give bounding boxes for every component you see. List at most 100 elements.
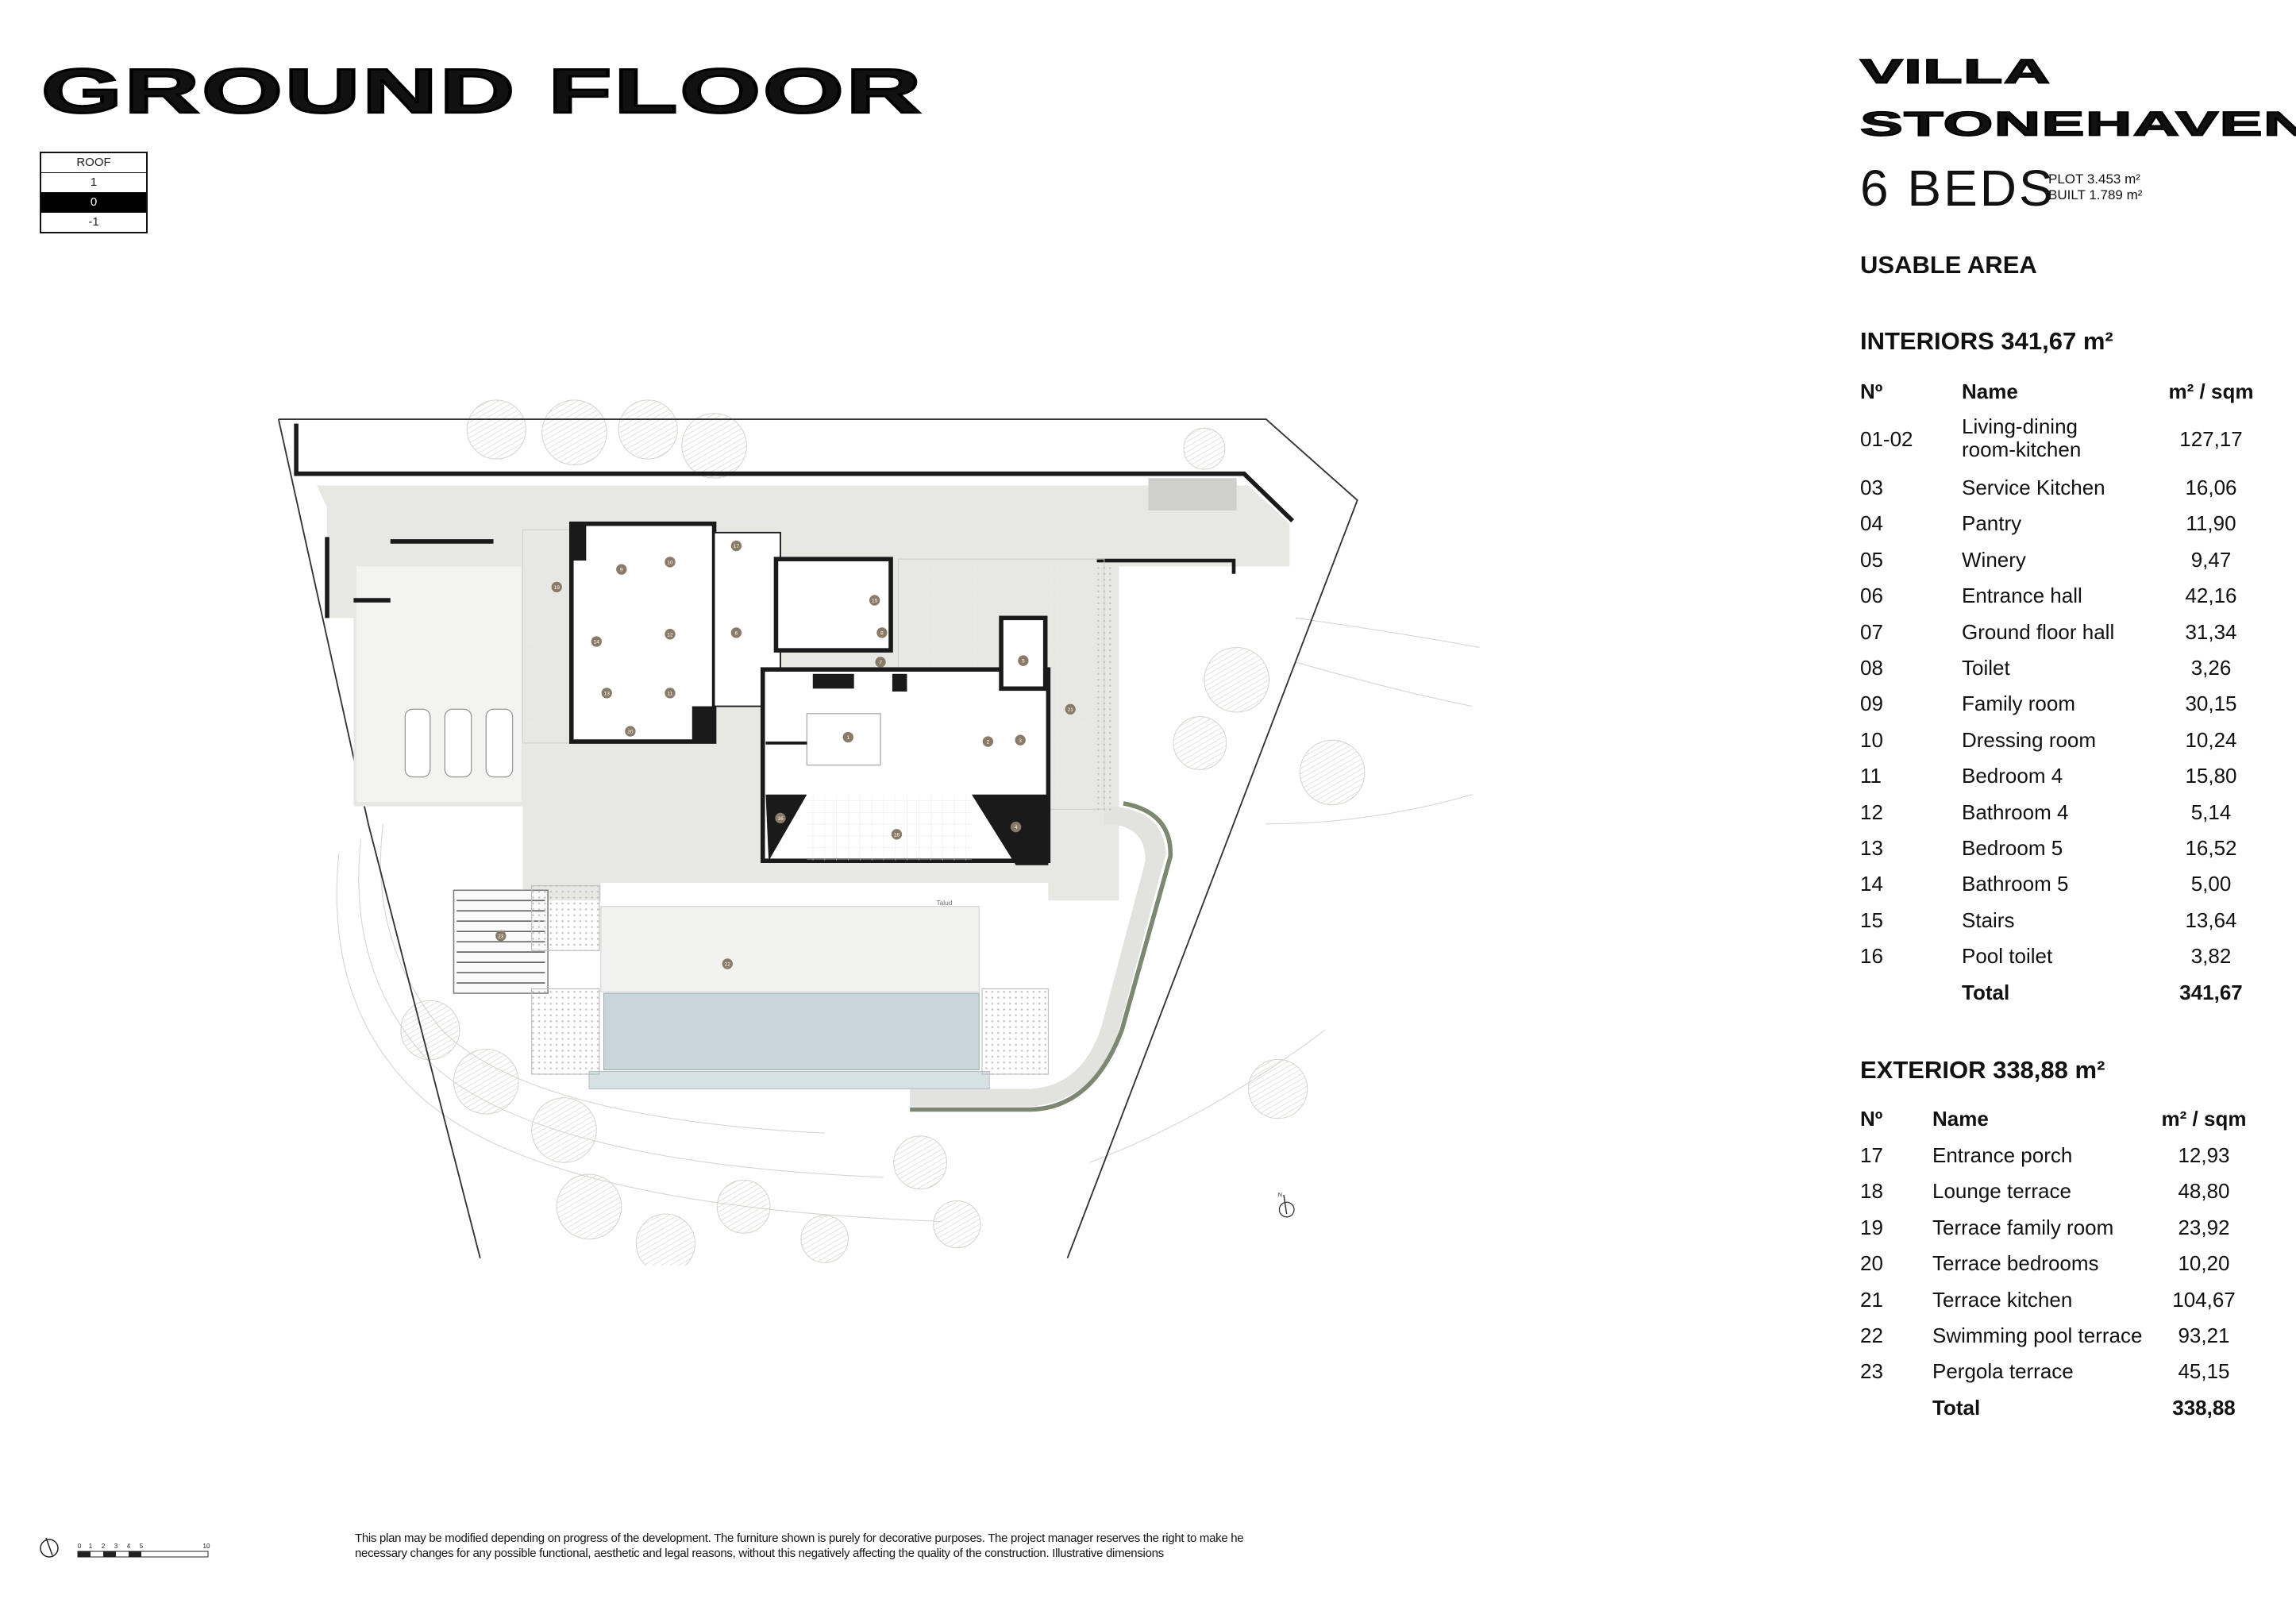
row-name: Ground floor hall [1962,619,2115,644]
row-name: Service Kitchen [1962,476,2105,499]
row-name: Bedroom 5 [1962,836,2063,860]
row-number: 16 [1860,944,1883,969]
row-name: Entrance porch [1932,1143,2073,1167]
row-name: Stairs [1962,907,2015,932]
level-1[interactable]: 1 [41,173,146,193]
level-minus-1[interactable]: -1 [41,213,146,232]
marker-dot [842,731,853,743]
row-area: 48,80 [2178,1179,2230,1204]
marker-number: 1 [846,735,849,741]
row-area: 5,00 [2190,872,2232,896]
room-marker: 19 [551,581,562,593]
level-roof[interactable]: ROOF [41,153,146,173]
row-number: 20 [1860,1251,1883,1276]
row-area: 10,24 [2185,727,2237,752]
row-area: 127,17 [2179,427,2243,451]
marker-number: 15 [872,599,878,604]
disclaimer-line-1: This plan may be modified depending on p… [355,1532,1244,1545]
row-area: 5,14 [2190,800,2232,824]
marker-number: 22 [725,962,731,968]
row-name: Terrace family room [1932,1215,2114,1239]
row-name: Bedroom 4 [1962,764,2063,788]
room-marker: 9 [616,564,627,575]
row-number: 19 [1860,1215,1883,1239]
room-marker: 6 [730,627,742,638]
row-area: 31,34 [2185,619,2237,644]
row-number: 05 [1860,547,1883,572]
disclaimer: This plan may be modified depending on p… [355,1531,1466,1561]
garden-path [910,806,1166,1107]
room-marker: 7 [875,657,886,668]
room-marker: 12 [665,629,676,640]
terrace-family-room [522,529,572,744]
scale-tick-label: 2 [102,1543,106,1550]
room-marker: 15 [869,595,880,606]
marker-number: 8 [880,630,884,636]
scale-tick-label: 0 [78,1543,82,1550]
header-no: Nº [1860,380,1883,403]
marker-dot [665,629,676,640]
scale-tick-label: 4 [127,1543,131,1550]
row-area: 42,16 [2185,584,2237,608]
row-number: 17 [1860,1143,1883,1167]
row-name: Lounge terrace [1932,1179,2071,1204]
row-name: Pantry [1962,511,2022,536]
row-name: Bathroom 4 [1962,800,2069,824]
scale-tick-label: 10 [203,1543,210,1550]
room-marker: 17 [730,540,742,552]
header-name: Name [1962,380,2018,403]
planters [531,885,1049,1075]
row-number: 10 [1860,727,1883,752]
level-selector: ROOF 1 0 -1 [40,152,148,233]
pool-overflow [588,1070,990,1089]
room-marker: 5 [1018,655,1029,666]
total-label: Total [1932,1396,1981,1420]
room-marker: 10 [665,557,676,568]
row-area: 10,20 [2178,1251,2230,1276]
row-area: 30,15 [2185,692,2237,716]
marker-number: 16 [777,816,784,822]
boundary-wall [294,423,1295,522]
marker-dot [625,726,636,737]
marker-number: 3 [1019,738,1022,744]
row-area: 11,90 [2186,511,2236,536]
total-label: Total [1962,981,2010,1004]
row-name: Family room [1962,692,2076,716]
plot-area: PLOT 3.453 m² [2048,171,2140,187]
marker-dot [730,540,742,552]
row-number: 18 [1860,1179,1883,1204]
room-marker: 23 [495,931,507,942]
north-arrow-icon: N [1278,1191,1295,1218]
row-name-line2: room-kitchen [1962,437,2082,461]
room-marker: 20 [625,726,636,737]
row-name: Terrace bedrooms [1932,1251,2099,1276]
row-name: Terrace kitchen [1932,1287,2073,1312]
room-marker: 16 [775,812,786,824]
header-no: Nº [1860,1107,1883,1131]
row-number: 06 [1860,584,1883,608]
total-value: 338,88 [2172,1396,2236,1420]
villa-name-line1: VILLA [1859,52,2051,91]
page-title: GROUND FLOOR [40,56,924,128]
marker-dot [891,829,903,840]
marker-number: 20 [627,730,634,735]
marker-number: 4 [1015,825,1018,830]
marker-dot [495,931,507,942]
row-number: 21 [1860,1287,1883,1312]
room-marker: 11 [665,688,676,699]
marker-dot [722,958,733,969]
row-name: Pool toilet [1962,944,2053,969]
level-0-active[interactable]: 0 [41,193,146,213]
marker-number: 9 [620,568,623,573]
row-number: 04 [1860,511,1883,536]
row-number: 03 [1860,476,1883,499]
marker-number: 5 [1022,659,1025,665]
marker-dot [1015,734,1026,746]
north-label: N [1278,1191,1282,1198]
row-area: 3,82 [2190,944,2232,969]
row-area: 13,64 [2185,907,2237,932]
swimming-pool [603,992,980,1071]
